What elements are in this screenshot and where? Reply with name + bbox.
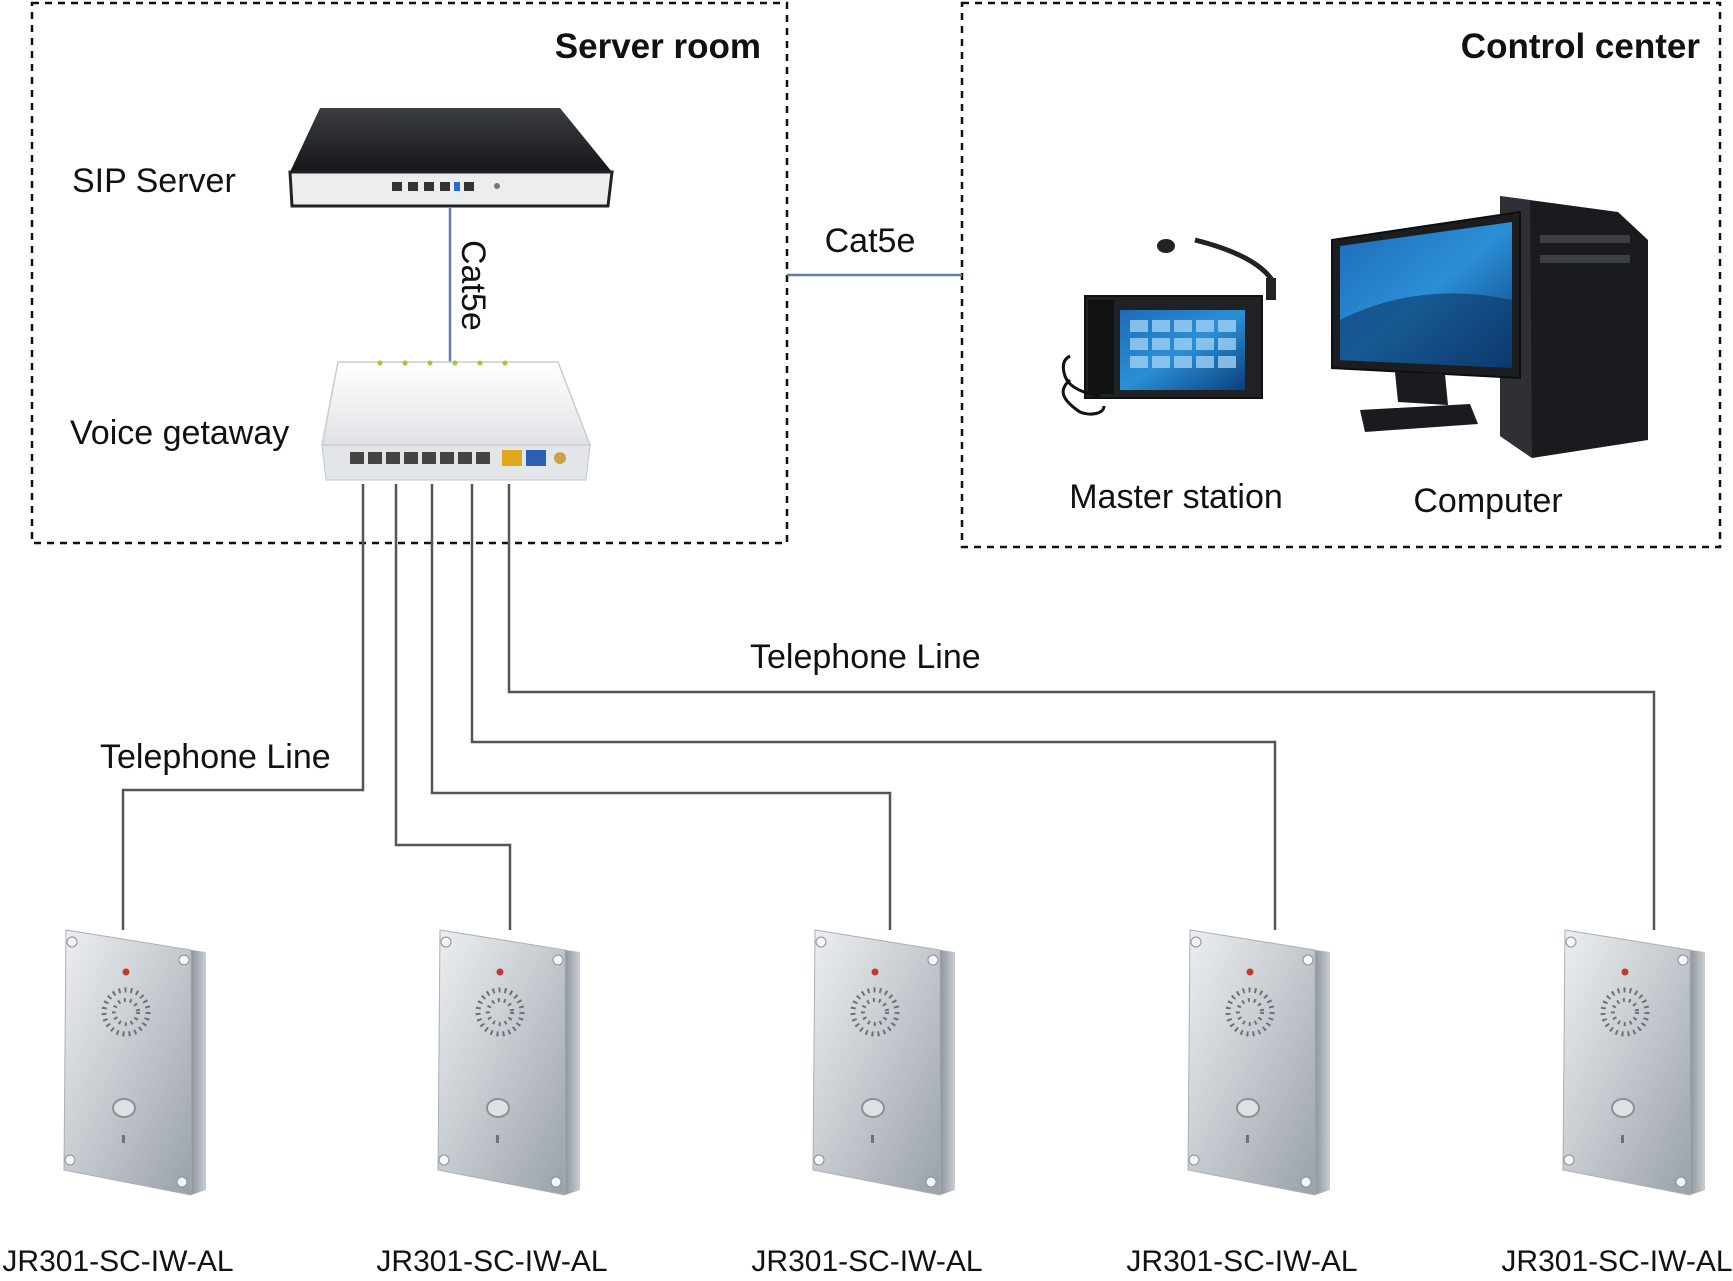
- cat5e-label-horizontal: Cat5e: [825, 222, 916, 260]
- voice-gateway-label: Voice getaway: [70, 414, 289, 452]
- voice-gateway-icon: [321, 360, 592, 481]
- telephone-line-1: [121, 484, 365, 930]
- telephone-line-3: [430, 484, 892, 930]
- cat5e-label-vertical: Cat5e: [454, 240, 492, 331]
- computer-icon: [1331, 196, 1648, 458]
- sip-server-label: SIP Server: [72, 162, 236, 200]
- sip-server-icon: [288, 108, 614, 208]
- telephone-lines: [121, 484, 1656, 930]
- phone-unit: [1563, 930, 1705, 1195]
- server-room-zone: [30, 1, 789, 545]
- phone-unit: [1188, 930, 1330, 1195]
- control-center-title: Control center: [1461, 27, 1701, 66]
- computer-label: Computer: [1413, 482, 1562, 520]
- master-station-label: Master station: [1069, 478, 1283, 516]
- phone-unit: [813, 930, 955, 1195]
- phone-unit: [64, 930, 206, 1195]
- telephone-line-2: [394, 484, 512, 930]
- telephone-line-label-left: Telephone Line: [100, 738, 331, 776]
- phone-model-label: JR301-SC-IW-AL: [2, 1245, 233, 1278]
- telephone-line-4: [470, 484, 1277, 930]
- telephone-line-label-upper: Telephone Line: [750, 638, 981, 676]
- phone-model-label: JR301-SC-IW-AL: [1501, 1245, 1732, 1278]
- server-room-title: Server room: [555, 27, 761, 66]
- phone-unit: [438, 930, 580, 1195]
- master-station-icon: [1061, 237, 1276, 416]
- telephone-line-5: [507, 484, 1656, 930]
- phone-model-label: JR301-SC-IW-AL: [1126, 1245, 1357, 1278]
- phone-model-label: JR301-SC-IW-AL: [376, 1245, 607, 1278]
- phone-model-label: JR301-SC-IW-AL: [751, 1245, 982, 1278]
